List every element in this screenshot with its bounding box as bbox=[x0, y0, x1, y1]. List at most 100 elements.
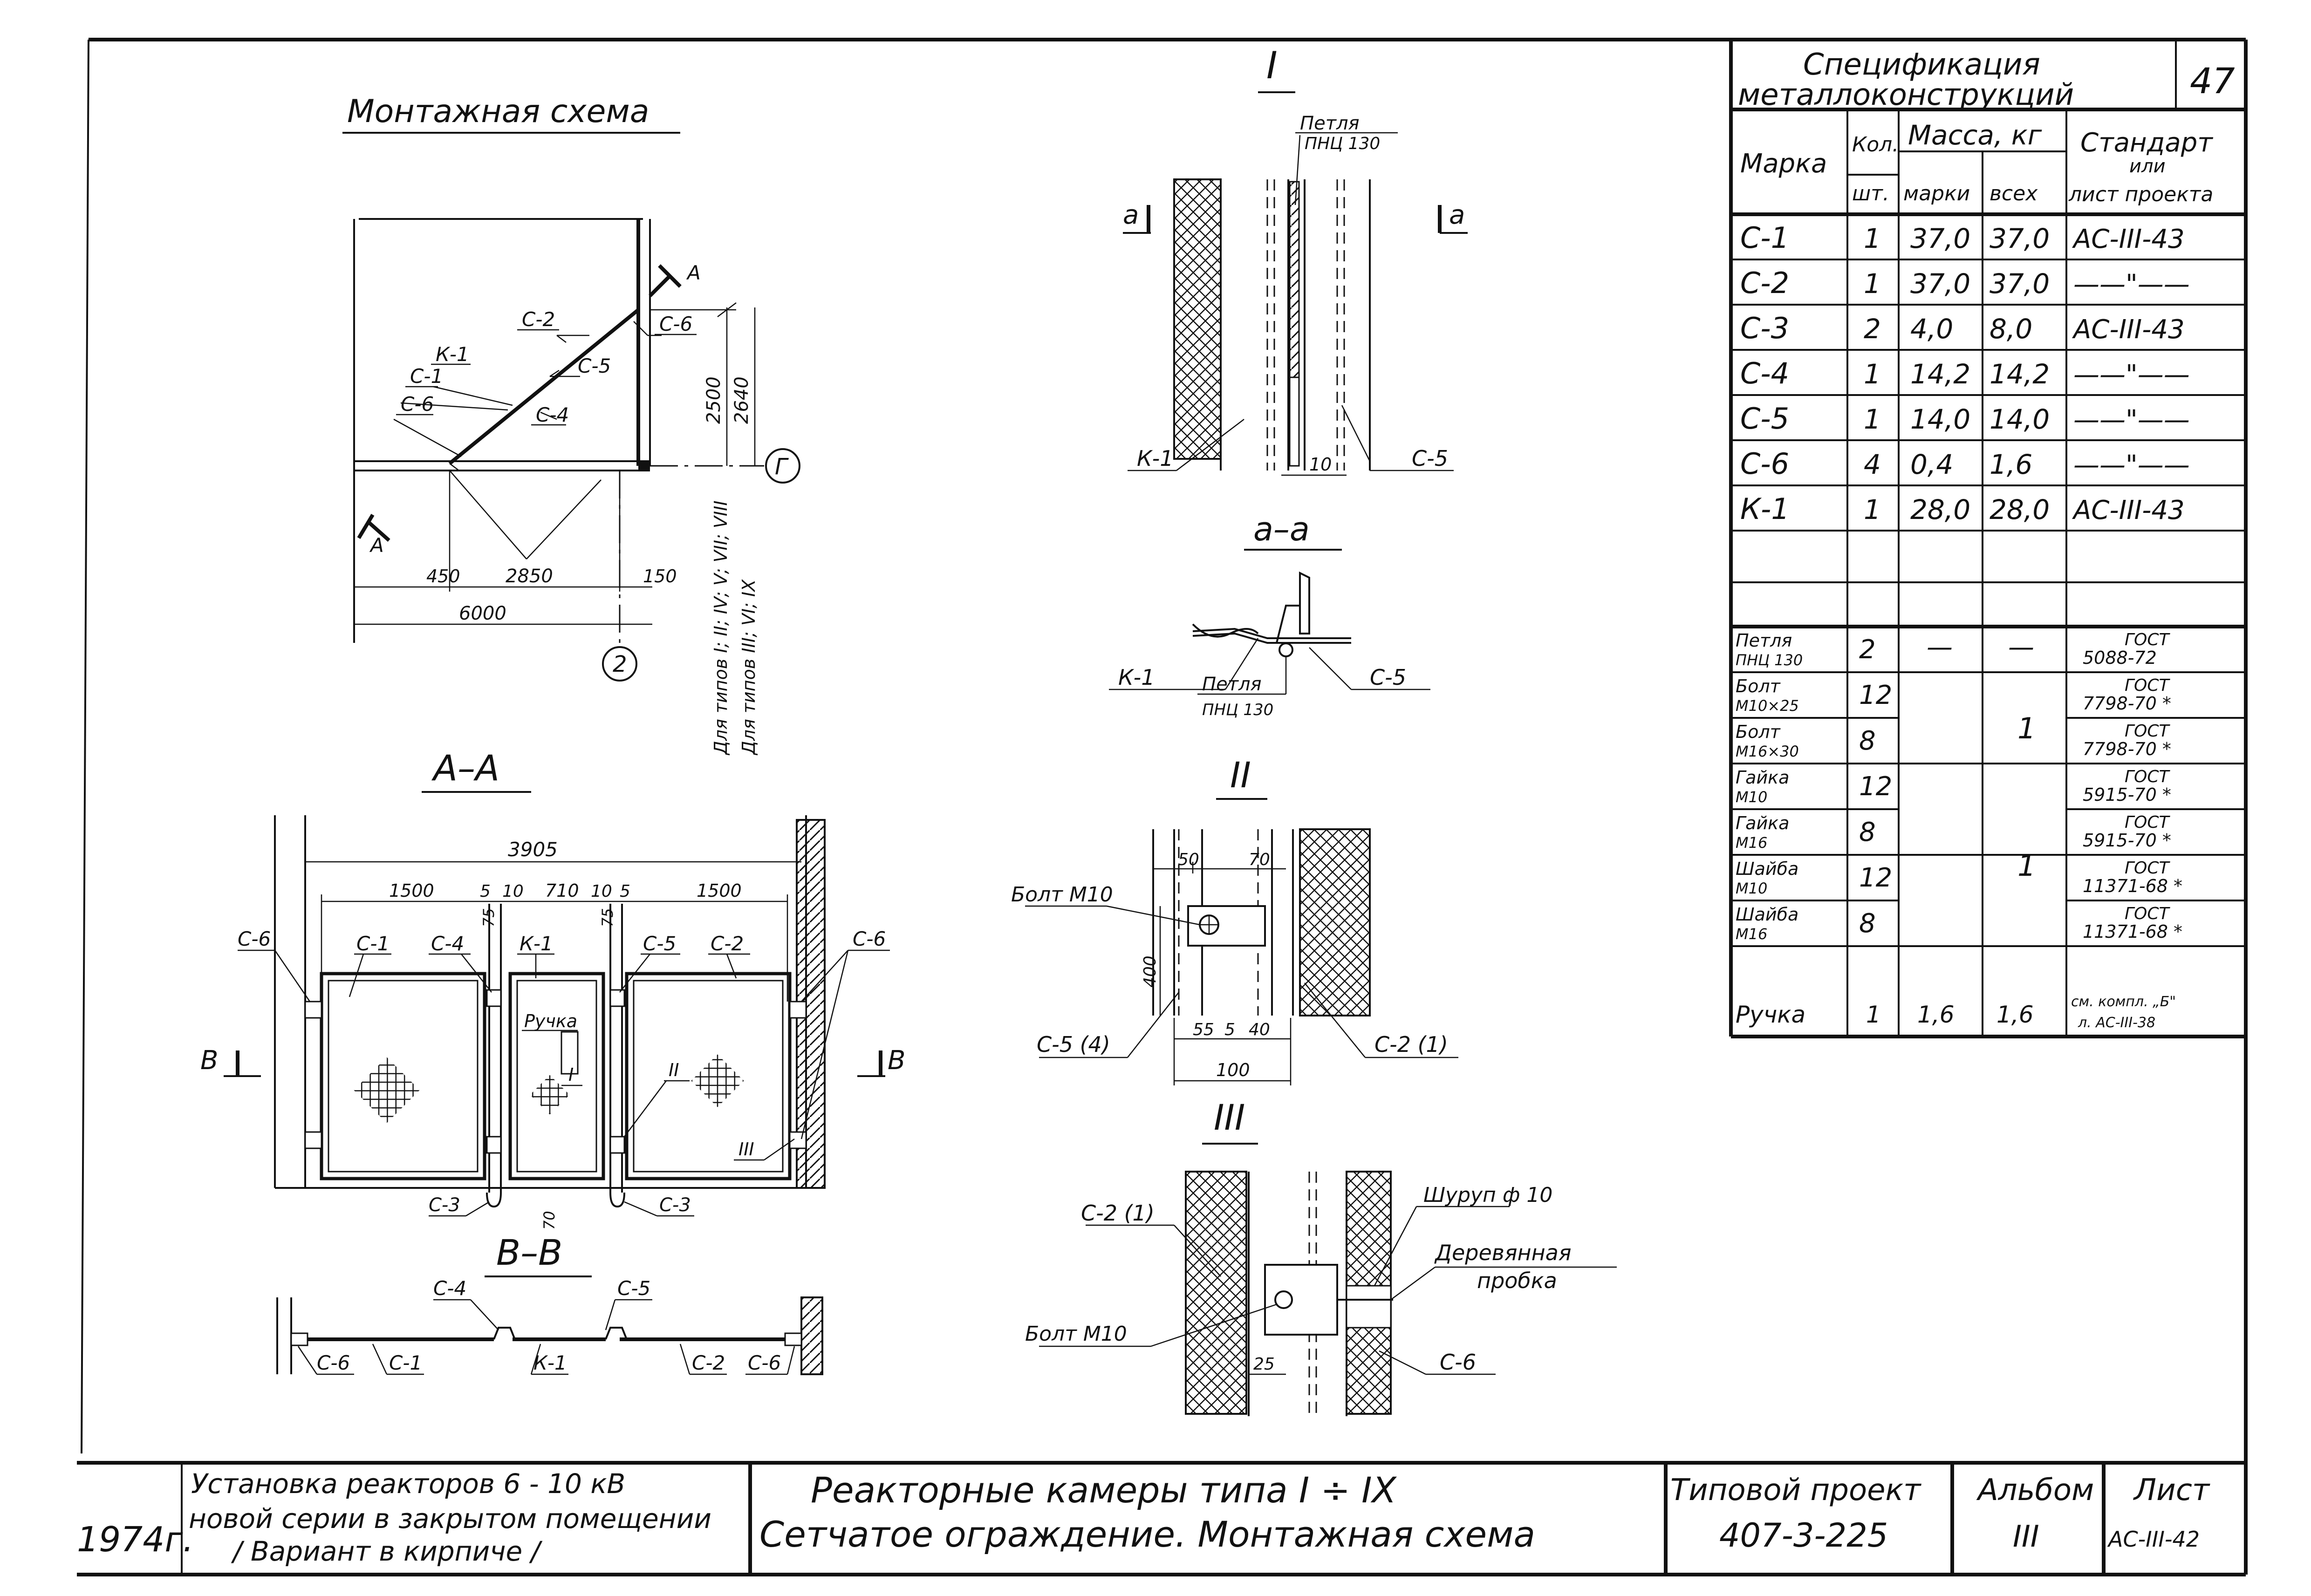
hw-row-size: М16 bbox=[1736, 834, 1767, 852]
spec-table: Спецификация металлоконструкций 47 Марка… bbox=[1729, 40, 2246, 1038]
section-AA-cutb-right: В bbox=[888, 1045, 905, 1076]
spec-title-1: Спецификация bbox=[1803, 48, 2040, 82]
spec-nuts-total: 1 bbox=[2017, 849, 2036, 883]
section-AA-dim-10b: 10 bbox=[591, 882, 612, 901]
section-BB-c4: С-4 bbox=[433, 1277, 466, 1300]
spec-row-mass-each: 14,0 bbox=[1910, 403, 1970, 435]
spec-row-mass-each: 0,4 bbox=[1910, 449, 1953, 480]
detail1-cut-a-left: а bbox=[1123, 200, 1139, 230]
spec-row-mass-each: 28,0 bbox=[1910, 494, 1970, 525]
spec-h-qty1: Кол. bbox=[1852, 133, 1899, 157]
hw-row-std-1: ГОСТ bbox=[2125, 904, 2171, 923]
spec-row-mass-all: 14,0 bbox=[1990, 403, 2050, 435]
spec-row-mark: С-3 bbox=[1740, 311, 1789, 345]
spec-handle-m2: 1,6 bbox=[1996, 1001, 2034, 1028]
hw-row-name: Болт bbox=[1736, 722, 1781, 742]
detail2-d55: 55 bbox=[1193, 1020, 1214, 1039]
note-types-2: Для типов III; VI; IX bbox=[738, 579, 759, 756]
spec-row-std: ——"—— bbox=[2073, 450, 2190, 480]
spec-row-mark: С-5 bbox=[1740, 402, 1789, 436]
section-AA-dim-710: 710 bbox=[545, 880, 579, 901]
section-AA-mark-3: III bbox=[738, 1139, 754, 1159]
hw-row-std-2: 5915-70 * bbox=[2083, 784, 2171, 805]
spec-title-2: металлоконструкций bbox=[1738, 78, 2074, 112]
section-AA-label-c2: С-2 bbox=[711, 932, 744, 955]
spec-row-mark: К-1 bbox=[1740, 492, 1790, 526]
spec-handle-s2: л. АС-III-38 bbox=[2078, 1015, 2155, 1031]
detail2-bolt: Болт М10 bbox=[1011, 883, 1113, 907]
hw-row-size: М10 bbox=[1736, 788, 1767, 806]
spec-row-qty: 1 bbox=[1864, 268, 1881, 300]
detail1-cut-a-right: а bbox=[1449, 200, 1465, 230]
spec-row-mark: С-1 bbox=[1740, 221, 1789, 255]
section-BB-k1: К-1 bbox=[533, 1351, 567, 1374]
hw-row-mass-all: — bbox=[2008, 632, 2034, 662]
spec-row-std: ——"—— bbox=[2073, 269, 2190, 300]
plan-cut-a-top: А bbox=[686, 261, 701, 284]
detail2-d40: 40 bbox=[1249, 1020, 1270, 1039]
spec-h-mass: Масса, кг bbox=[1908, 119, 2042, 151]
hw-row-std-1: ГОСТ bbox=[2125, 859, 2171, 878]
section-BB-c1: С-1 bbox=[389, 1351, 422, 1374]
section-BB-heading: В–В bbox=[496, 1232, 562, 1273]
section-aa-loop: Петля bbox=[1202, 674, 1262, 695]
spec-row-mark: С-6 bbox=[1740, 447, 1789, 481]
hw-row-qty: 12 bbox=[1859, 680, 1892, 710]
hw-row-std-1: ГОСТ bbox=[2125, 630, 2171, 649]
spec-row-std: АС-III-43 bbox=[2072, 224, 2185, 254]
hw-row-qty: 2 bbox=[1859, 634, 1876, 665]
detail-2: II 50 70 400 Болт М10 55 5 40 100 С-5 (4… bbox=[1011, 754, 1458, 1085]
plan-label-c2: С-2 bbox=[522, 308, 555, 331]
dim-450: 450 bbox=[426, 566, 460, 587]
section-BB-c6-left: С-6 bbox=[317, 1351, 350, 1374]
hw-row-size: М16 bbox=[1736, 925, 1767, 943]
spec-row-qty: 1 bbox=[1864, 494, 1881, 525]
spec-h-qty2: шт. bbox=[1852, 182, 1889, 205]
hw-row-size: ПНЦ 130 bbox=[1736, 651, 1803, 669]
section-AA-c6-left: С-6 bbox=[238, 928, 271, 950]
plan-label-c1: С-1 bbox=[410, 365, 443, 388]
stamp-year: 1974г. bbox=[77, 1520, 194, 1560]
spec-row-mass-each: 14,2 bbox=[1910, 358, 1970, 390]
montage-plan: Монтажная схема С-2 С-5 К-1 С-1 С-6 С-4 bbox=[342, 93, 800, 756]
hw-row-qty: 12 bbox=[1859, 771, 1892, 802]
section-BB-c5: С-5 bbox=[617, 1277, 650, 1300]
hw-row-name: Шайба bbox=[1736, 904, 1798, 925]
hw-row-size: М16×30 bbox=[1736, 743, 1799, 760]
section-aa-loop-spec: ПНЦ 130 bbox=[1202, 701, 1273, 719]
spec-h-mass-each: марки bbox=[1903, 182, 1970, 205]
section-AA-c3-right: С-3 bbox=[659, 1194, 691, 1216]
spec-handle-qty: 1 bbox=[1866, 1001, 1881, 1028]
stamp-title-1: Реакторные камеры типа I ÷ IX bbox=[811, 1469, 1397, 1511]
detail2-heading: II bbox=[1230, 754, 1251, 796]
plan-label-c6-left: С-6 bbox=[401, 393, 434, 416]
stamp-subject-1: Установка реакторов 6 - 10 кВ bbox=[191, 1468, 625, 1500]
section-aa-small: а–а К-1 Петля ПНЦ 130 С-5 bbox=[1109, 510, 1430, 719]
hw-row-std-2: 5088-72 bbox=[2083, 648, 2157, 668]
section-AA-label-c4: С-4 bbox=[431, 932, 464, 955]
stamp-title-2: Сетчатое ограждение. Монтажная схема bbox=[759, 1514, 1535, 1555]
section-AA: А–А 3905 1500 5 10 710 10 5 1500 75 75 bbox=[200, 747, 905, 1230]
detail2-d70: 70 bbox=[1249, 850, 1270, 869]
plan-label-k1: К-1 bbox=[436, 343, 469, 366]
section-AA-cutb-left: В bbox=[200, 1045, 218, 1076]
detail3-plug1: Деревянная bbox=[1434, 1240, 1572, 1265]
spec-h-mark: Марка bbox=[1740, 149, 1827, 179]
section-AA-dim-1500b: 1500 bbox=[697, 880, 742, 901]
hw-row-name: Гайка bbox=[1736, 767, 1789, 788]
stamp-sheet-2: АС-III-42 bbox=[2107, 1527, 2200, 1552]
stamp-sheet-1: Лист bbox=[2133, 1473, 2210, 1507]
spec-row-std: АС-III-43 bbox=[2072, 314, 2185, 345]
spec-h-std3: лист проекта bbox=[2068, 183, 2213, 206]
detail2-c2: С-2 (1) bbox=[1374, 1032, 1448, 1057]
montage-heading: Монтажная схема bbox=[347, 93, 649, 130]
section-AA-handle: Ручка bbox=[524, 1011, 577, 1031]
detail1-dim10: 10 bbox=[1309, 454, 1332, 475]
plan-label-c4: С-4 bbox=[536, 403, 569, 426]
hw-row-std-1: ГОСТ bbox=[2125, 722, 2171, 741]
plan-label-c5: С-5 bbox=[578, 355, 611, 377]
spec-handle-m1: 1,6 bbox=[1917, 1001, 1955, 1028]
note-types-1: Для типов I; II; IV; V; VII; VIII bbox=[711, 500, 731, 756]
